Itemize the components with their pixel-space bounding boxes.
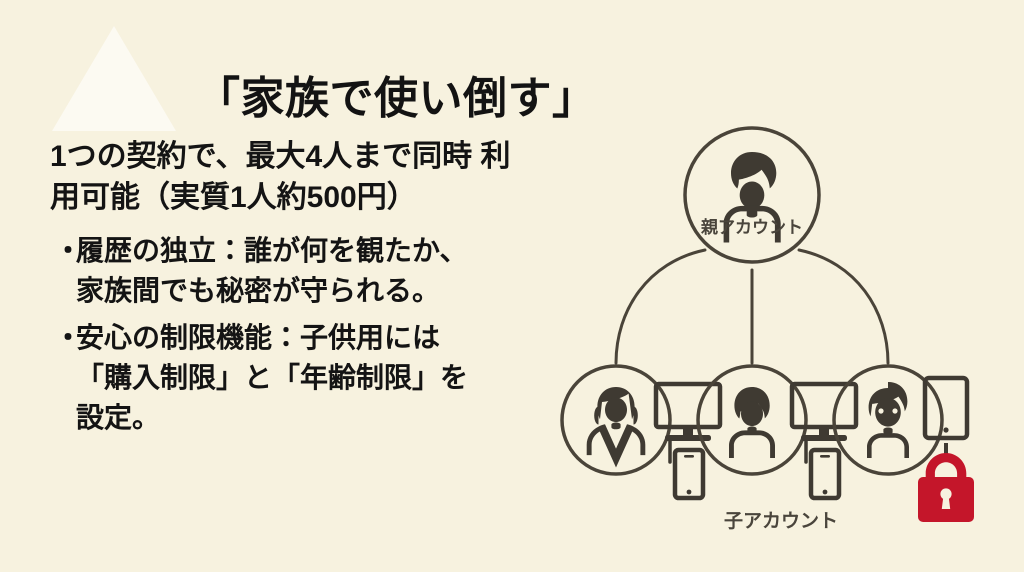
child-account-node-3[interactable] [832, 364, 974, 522]
person-adult-icon [723, 152, 781, 243]
smartphone-icon [808, 447, 842, 501]
child-account-circle [832, 364, 944, 476]
child-account-node-2[interactable] [696, 364, 859, 501]
list-item: ・ 安心の制限機能：子供用には 「購入制限」と「年齢制限」を 設定。 [50, 318, 520, 437]
bullet-line: 履歴の独立：誰が何を観たか、 [76, 234, 468, 266]
bullet-dot-icon: ・ [54, 234, 83, 266]
child-account-circle [696, 364, 808, 476]
person-female-icon [586, 387, 646, 468]
bullet-dot-icon: ・ [54, 322, 83, 354]
connector-left [614, 248, 707, 365]
person-child-icon [867, 382, 909, 458]
lead-paragraph: 1つの契約で、最大4人まで同時 利用可能（実質1人約500円） [50, 136, 520, 219]
monitor-icon [789, 381, 859, 441]
list-item: ・ 履歴の独立：誰が何を観たか、 家族間でも秘密が守られる。 [50, 231, 520, 311]
monitor-icon [653, 381, 723, 441]
bullet-line: 「購入制限」と「年齢制限」を [76, 362, 469, 394]
tablet-icon [922, 375, 970, 441]
parent-account-circle [683, 126, 821, 264]
child-accounts-group-label: 子アカウント [724, 510, 838, 532]
connector-right [797, 248, 890, 365]
triangle-watermark-icon [52, 26, 176, 131]
child-account-node-1[interactable] [560, 364, 723, 501]
parent-account-node[interactable]: 親アカウント [683, 126, 821, 264]
connector-lines [614, 248, 890, 365]
bullet-line: 家族間でも秘密が守られる。 [76, 274, 441, 306]
child-account-circle [560, 364, 672, 476]
lead-paragraph-line-1: 1つの契約で、最大4人まで同時 [50, 140, 473, 173]
bullet-list: ・ 履歴の独立：誰が何を観たか、 家族間でも秘密が守られる。 ・ 安心の制限機能… [50, 231, 520, 438]
account-hierarchy-diagram: 親アカウント [520, 110, 1024, 550]
lead-paragraph-line-2: 利用可能（実質1人約500円） [50, 140, 511, 215]
bullet-line: 安心の制限機能：子供用には [76, 322, 441, 354]
bullet-text: 履歴の独立：誰が何を観たか、 家族間でも秘密が守られる。 [76, 231, 520, 311]
parent-account-label: 親アカウント [700, 217, 803, 237]
bullet-text: 安心の制限機能：子供用には 「購入制限」と「年齢制限」を 設定。 [76, 318, 520, 437]
page-title: 「家族で使い倒す」 [196, 74, 597, 124]
lock-icon [918, 453, 974, 522]
bullet-line: 設定。 [76, 401, 161, 433]
body-text-column: 1つの契約で、最大4人まで同時 利用可能（実質1人約500円） ・ 履歴の独立：… [50, 136, 520, 446]
person-male-icon [729, 387, 775, 458]
smartphone-icon [672, 447, 706, 501]
